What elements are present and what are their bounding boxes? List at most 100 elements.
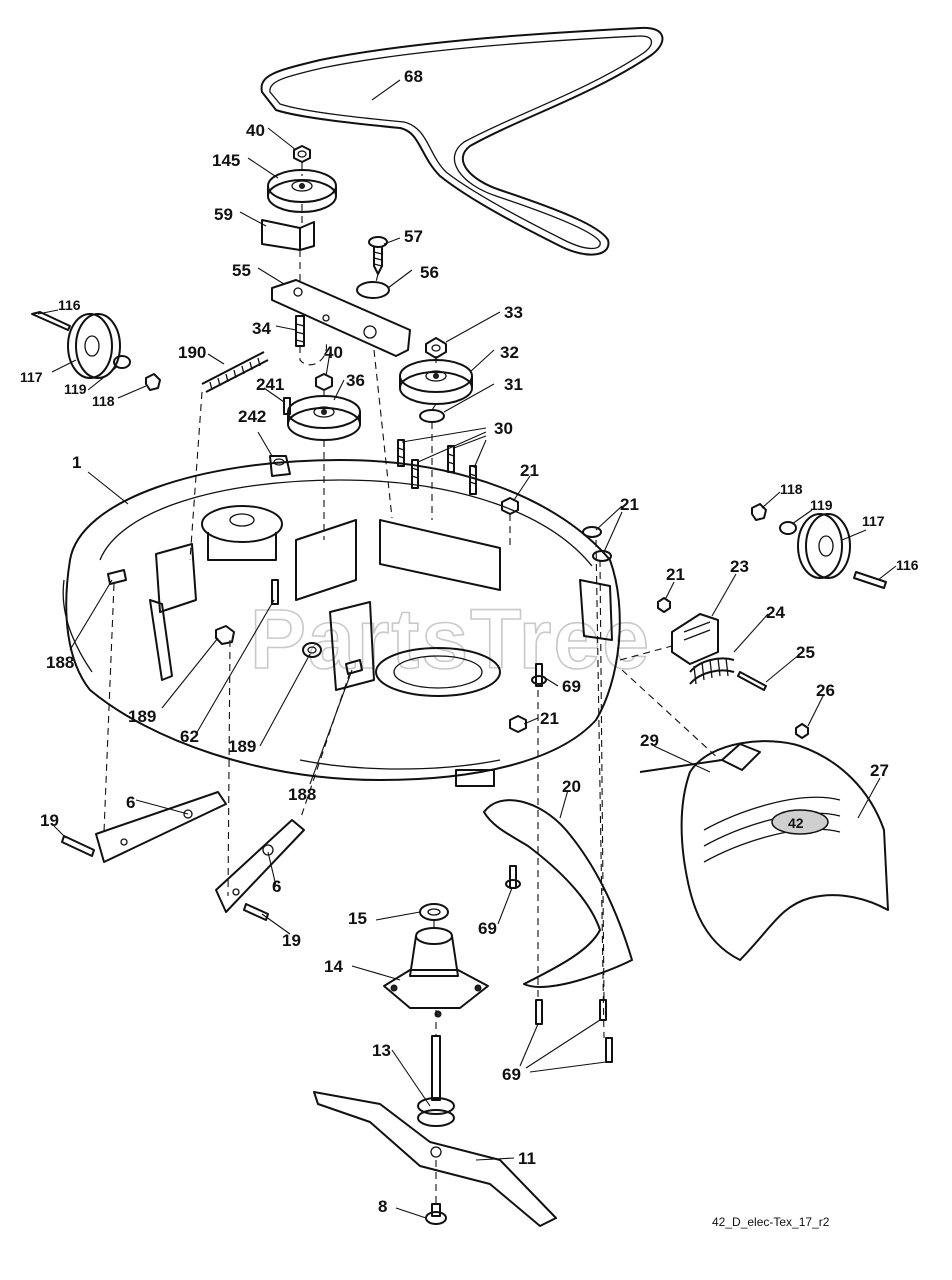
callout-21-a: 21	[520, 461, 539, 480]
part-117-wheel-left[interactable]	[67, 313, 121, 379]
part-69-bolt-c[interactable]	[535, 999, 613, 1063]
callout-118-left: 118	[92, 393, 115, 409]
part-116-bolt-left[interactable]	[31, 311, 71, 331]
callout-116-right: 116	[896, 557, 919, 573]
watermark: PartsTree	[250, 592, 651, 686]
callout-36: 36	[346, 371, 365, 390]
part-189-nut-right[interactable]	[302, 642, 322, 658]
callout-117-left: 117	[20, 369, 43, 385]
part-11-blade[interactable]	[313, 1091, 557, 1227]
callout-190: 190	[178, 343, 206, 362]
part-27-discharge-chute[interactable]: 42	[680, 740, 889, 961]
callout-21-d: 21	[540, 709, 559, 728]
part-190-spring[interactable]	[201, 351, 269, 393]
part-1-deck-housing[interactable]	[62, 459, 621, 787]
callout-34: 34	[252, 319, 271, 338]
part-145-idler-pulley[interactable]	[267, 169, 337, 213]
callout-57: 57	[404, 227, 423, 246]
part-117-wheel-right[interactable]	[797, 513, 851, 579]
callout-26: 26	[816, 681, 835, 700]
part-119-washer-right[interactable]	[779, 521, 797, 535]
callout-6-upper: 6	[126, 793, 135, 812]
callout-69-b: 69	[478, 919, 497, 938]
part-118-nut-right[interactable]	[751, 503, 767, 521]
part-40-nut-mid[interactable]	[315, 373, 333, 391]
callout-68: 68	[404, 67, 423, 86]
callout-13: 13	[372, 1041, 391, 1060]
callout-labels: 68 40 145 59 57 56 55 34 33 32 31 30 190…	[20, 67, 919, 1216]
callout-56: 56	[420, 263, 439, 282]
part-23-bracket[interactable]	[671, 613, 719, 665]
part-26-screw[interactable]	[795, 723, 809, 739]
part-13-spindle-shaft[interactable]	[417, 1035, 455, 1127]
part-20-baffle[interactable]	[483, 799, 633, 988]
part-57-bolt[interactable]	[368, 236, 388, 275]
callout-33: 33	[504, 303, 523, 322]
callout-119-right: 119	[810, 497, 833, 513]
callout-24: 24	[766, 603, 785, 622]
callout-14: 14	[324, 957, 343, 976]
part-55-idler-arm[interactable]	[271, 279, 411, 357]
part-189-nut-left[interactable]	[215, 625, 235, 645]
callout-25: 25	[796, 643, 815, 662]
part-34-bolt[interactable]	[295, 315, 327, 366]
part-33-nut[interactable]	[425, 337, 447, 359]
drawing-reference: 42_D_elec-Tex_17_r2	[712, 1215, 830, 1229]
part-62-bolt[interactable]	[271, 579, 279, 605]
callout-15: 15	[348, 909, 367, 928]
part-21-nut-d[interactable]	[509, 715, 527, 733]
part-59-belt-guard[interactable]	[261, 219, 315, 251]
decal-text: 42	[788, 815, 804, 831]
callout-32: 32	[500, 343, 519, 362]
part-188-bolt-right[interactable]	[345, 659, 363, 675]
callout-29: 29	[640, 731, 659, 750]
part-36-pulley[interactable]	[287, 395, 361, 441]
part-31-washer[interactable]	[419, 409, 445, 423]
callout-19-lower: 19	[282, 931, 301, 950]
part-116-bolt-right[interactable]	[853, 571, 887, 589]
callout-119-left: 119	[64, 381, 87, 397]
part-68-belt[interactable]	[260, 26, 664, 256]
part-24-spring[interactable]	[689, 657, 735, 685]
callout-188-right: 188	[288, 785, 316, 804]
part-188-bolt-left[interactable]	[107, 569, 127, 585]
callout-145: 145	[212, 151, 240, 170]
part-69-bolt-b[interactable]	[505, 865, 521, 889]
part-56-washer[interactable]	[356, 281, 390, 299]
part-32-pulley[interactable]	[399, 359, 473, 405]
callout-59: 59	[214, 205, 233, 224]
callout-27: 27	[870, 761, 889, 780]
part-8-blade-bolt[interactable]	[425, 1203, 447, 1225]
part-6-bracket-upper[interactable]	[95, 791, 227, 863]
callout-1: 1	[72, 453, 81, 472]
part-21-nut-a[interactable]	[501, 497, 519, 515]
callout-55: 55	[232, 261, 251, 280]
callout-62: 62	[180, 727, 199, 746]
part-40-nut-top[interactable]	[293, 145, 311, 163]
callout-189-left: 189	[128, 707, 156, 726]
part-15-washer[interactable]	[419, 903, 449, 921]
part-30-bolts[interactable]	[397, 439, 477, 495]
callout-116-left: 116	[58, 297, 81, 313]
part-14-spindle-housing[interactable]	[383, 927, 489, 1018]
part-241-screw[interactable]	[283, 397, 291, 415]
part-21-nut-b[interactable]	[582, 526, 612, 562]
callout-241: 241	[256, 375, 284, 394]
leader-lines	[37, 79, 897, 1219]
callout-31: 31	[504, 375, 523, 394]
part-25-pin[interactable]	[737, 671, 767, 691]
callout-189-right: 189	[228, 737, 256, 756]
part-6-bracket-lower[interactable]	[215, 819, 305, 913]
part-29-rod[interactable]	[639, 759, 723, 773]
part-19-bolt-upper[interactable]	[61, 835, 95, 857]
part-242-bracket[interactable]	[269, 455, 291, 477]
part-21-nut-c[interactable]	[657, 597, 671, 613]
part-118-nut-left[interactable]	[145, 373, 161, 391]
callout-188-left: 188	[46, 653, 74, 672]
part-19-bolt-lower[interactable]	[243, 903, 269, 921]
part-69-bolt-a[interactable]	[531, 663, 547, 687]
callout-118-right: 118	[780, 481, 803, 497]
callout-20: 20	[562, 777, 581, 796]
part-119-washer-left[interactable]	[113, 355, 131, 369]
